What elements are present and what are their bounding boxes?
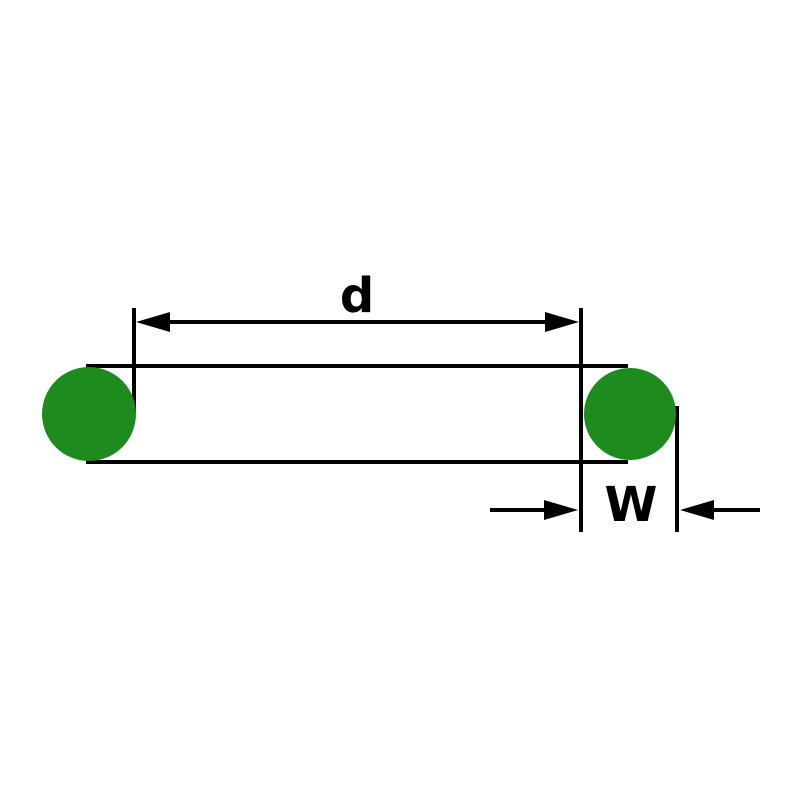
left-cross-section-circle [42, 367, 136, 461]
ring-cross-sections [42, 367, 676, 461]
d-left-arrowhead-icon [136, 312, 170, 332]
ring-profile-lines [86, 364, 628, 464]
right-cross-section-circle [584, 368, 676, 460]
w-left-arrowhead-icon [544, 500, 578, 520]
w-right-arrowhead-icon [680, 500, 714, 520]
cross-section-width-label: W [605, 477, 658, 533]
d-right-arrowhead-icon [545, 312, 579, 332]
inner-diameter-label: d [340, 268, 374, 324]
d-dimension-arrowheads [136, 312, 579, 332]
extension-lines [132, 308, 679, 532]
w-dimension-arrowheads [544, 500, 714, 520]
